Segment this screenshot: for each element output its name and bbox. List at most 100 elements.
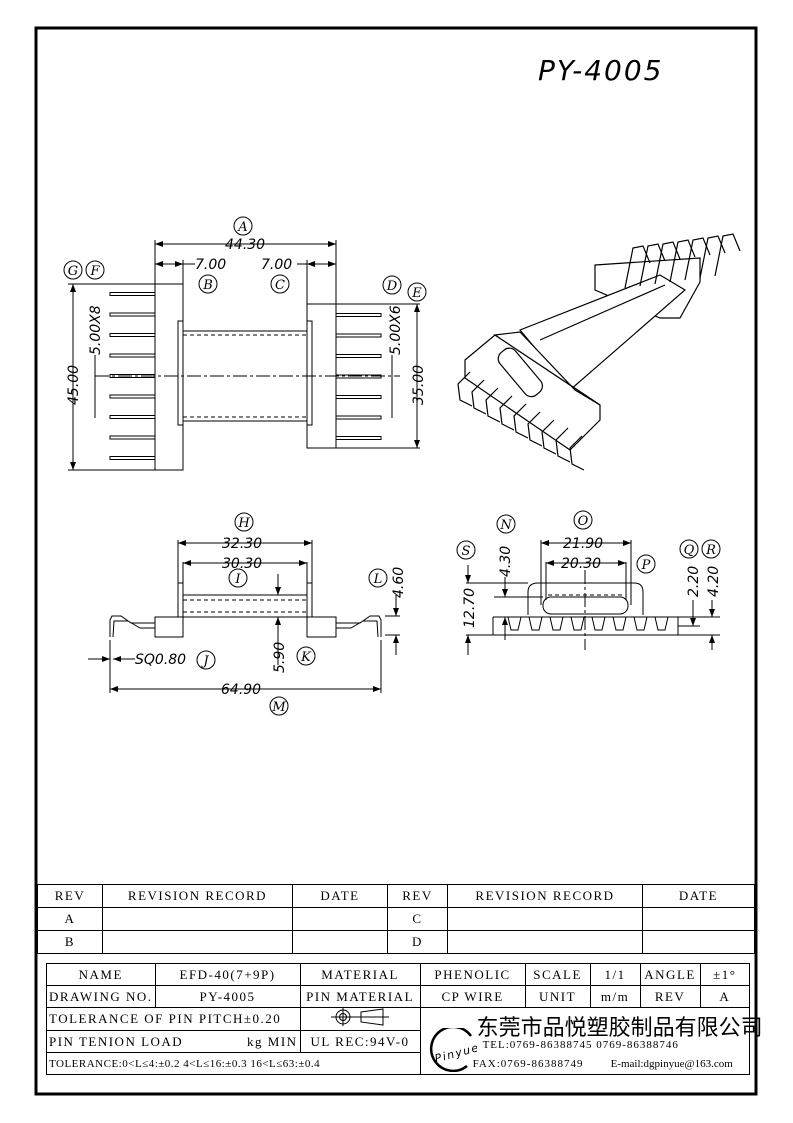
- rev-cell: B: [37, 930, 103, 954]
- fax: FAX:0769-86388749: [472, 1058, 584, 1070]
- date-cell: [642, 907, 755, 931]
- balloon-s: S: [456, 540, 476, 560]
- balloon-l: L: [368, 568, 388, 588]
- svg-text:J: J: [200, 654, 209, 669]
- pin-material-value: CP WIRE: [419, 985, 526, 1008]
- pin: [335, 354, 382, 358]
- dim-m: 64.90: [221, 682, 261, 698]
- revision-record-header: REVISION RECORD: [447, 884, 643, 908]
- balloon-p: P: [636, 554, 656, 574]
- pin: [714, 233, 741, 277]
- dim-e: 35.00: [411, 365, 427, 405]
- balloon-h: H: [234, 512, 254, 532]
- date-header: DATE: [292, 884, 388, 908]
- svg-text:P: P: [641, 558, 651, 573]
- end-view: [465, 540, 720, 655]
- top-view: [68, 240, 420, 471]
- dim-b: 7.00: [195, 257, 226, 273]
- perspective-view: [457, 233, 741, 471]
- first-angle-projection-icon: [331, 1008, 390, 1026]
- drawing-no-label: DRAWING NO.: [46, 985, 156, 1008]
- rev-label: REV: [639, 985, 701, 1008]
- telephone: TEL:0769-86388745 0769-86388746: [482, 1039, 679, 1051]
- balloon-k: K: [296, 646, 316, 666]
- date-cell: [642, 930, 755, 954]
- svg-text:F: F: [89, 264, 100, 279]
- balloon-n: N: [496, 514, 516, 534]
- company-name: 东莞市品悦塑胶制品有限公司: [476, 1016, 763, 1041]
- svg-text:B: B: [202, 278, 213, 293]
- material-value: PHENOLIC: [419, 963, 526, 986]
- pin: [109, 456, 156, 460]
- pin: [109, 435, 156, 440]
- angle-label: ANGLE: [639, 963, 701, 986]
- sheet-border: [34, 26, 758, 1096]
- pin: [555, 427, 571, 463]
- pin: [499, 395, 515, 431]
- svg-text:K: K: [300, 650, 312, 665]
- pin: [335, 415, 382, 420]
- svg-text:R: R: [705, 543, 716, 558]
- dim-r: 4.20: [706, 566, 722, 597]
- pin: [109, 353, 156, 358]
- svg-text:S: S: [462, 544, 471, 559]
- pin: [335, 374, 382, 379]
- dim-a: 44.30: [225, 237, 265, 253]
- dim-k: 5.90: [272, 642, 288, 673]
- side-view: [88, 540, 400, 693]
- svg-text:E: E: [411, 286, 422, 301]
- slot: [528, 616, 543, 631]
- projection-symbol: [299, 1007, 421, 1031]
- unit-value: m/m: [589, 985, 641, 1008]
- balloon-b: B: [198, 274, 218, 294]
- record-cell: [447, 930, 643, 954]
- pin: [541, 419, 557, 455]
- balloon-m: M: [269, 696, 289, 716]
- balloon-q: Q: [679, 539, 699, 559]
- svg-text:D: D: [386, 279, 398, 294]
- balloon-f: F: [85, 260, 105, 280]
- drawing-title: PY-4005: [538, 54, 664, 87]
- rev-header: REV: [387, 884, 448, 908]
- svg-text:I: I: [234, 572, 241, 587]
- pin: [485, 387, 501, 423]
- pin: [109, 374, 156, 378]
- dim-s: 12.70: [462, 588, 478, 628]
- slot: [549, 616, 564, 631]
- balloon-j: J: [196, 650, 216, 670]
- balloon-d: D: [382, 275, 402, 295]
- pin: [457, 371, 473, 407]
- date-header: DATE: [642, 884, 755, 908]
- dim-o: 21.90: [563, 536, 603, 552]
- company-logo: Pinyue: [427, 1025, 481, 1073]
- unit-label: UNIT: [524, 985, 591, 1008]
- pin: [335, 313, 382, 317]
- balloon-c: C: [270, 274, 290, 294]
- dim-d: 5.00X6: [388, 305, 404, 355]
- pin: [109, 394, 156, 399]
- dim-l: 4.60: [391, 567, 407, 598]
- name-label: NAME: [46, 963, 156, 986]
- pin: [109, 292, 156, 296]
- email: E-mail:dgpinyue@163.com: [610, 1058, 733, 1070]
- pin: [335, 333, 382, 338]
- scale-value: 1/1: [589, 963, 641, 986]
- scale-label: SCALE: [524, 963, 591, 986]
- ul-rating: UL REC:94V-0: [299, 1030, 421, 1053]
- dim-n: 4.30: [498, 546, 514, 577]
- balloon-g: G: [63, 260, 83, 280]
- record-cell: [102, 907, 293, 931]
- date-cell: [292, 930, 388, 954]
- balloon-r: R: [701, 539, 721, 559]
- dim-f: 5.00X8: [88, 305, 104, 355]
- dim-p: 20.30: [561, 556, 601, 572]
- rev-cell: A: [37, 907, 103, 931]
- slot: [654, 616, 669, 631]
- rev-cell: D: [387, 930, 448, 954]
- pin: [109, 415, 156, 419]
